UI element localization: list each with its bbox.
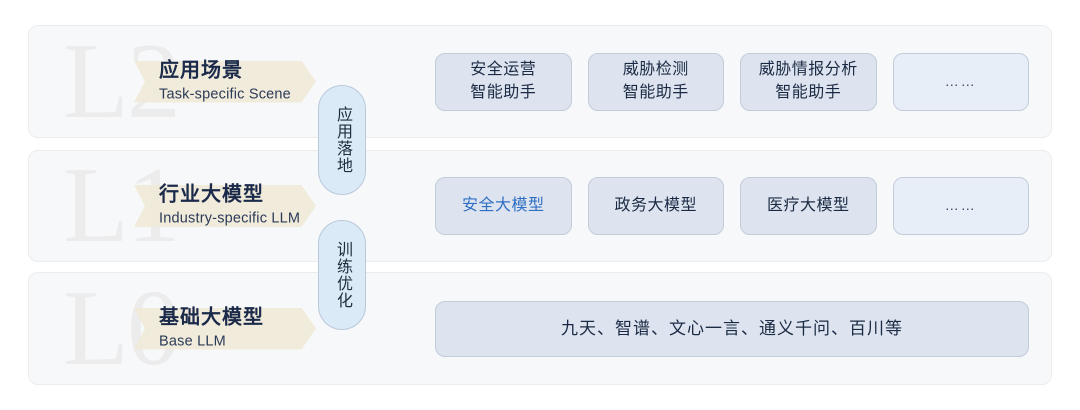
connector-pill-training-optimization[interactable]: 训练优化	[318, 220, 366, 330]
card-l2-more[interactable]: ……	[892, 52, 1029, 111]
layer-label-l2: 应用场景 Task-specific Scene	[159, 57, 291, 106]
card-list-l1: 安全大模型 政务大模型 医疗大模型 ……	[435, 177, 1029, 235]
connector-pill-label-top: 应用落地	[334, 106, 351, 174]
layer-label-l0: 基础大模型 Base LLM	[159, 304, 264, 353]
connector-pill-application-landing[interactable]: 应用落地	[318, 85, 366, 195]
card-l1-more[interactable]: ……	[892, 177, 1029, 235]
card-l2-0[interactable]: 安全运营 智能助手	[435, 52, 572, 111]
card-l1-0[interactable]: 安全大模型	[435, 177, 572, 235]
card-list-l2: 安全运营 智能助手 威胁检测 智能助手 威胁情报分析 智能助手 ……	[435, 52, 1029, 111]
card-l0-0[interactable]: 九天、智谱、文心一言、通义千问、百川等	[435, 300, 1029, 357]
layer-banner-chevron-l0	[134, 307, 316, 350]
layer-title-en-l2: Task-specific Scene	[159, 86, 291, 103]
card-l2-2[interactable]: 威胁情报分析 智能助手	[740, 52, 877, 111]
layer-banner-chevron-l2	[134, 60, 316, 103]
layer-title-en-l1: Industry-specific LLM	[159, 210, 301, 227]
card-l1-1[interactable]: 政务大模型	[587, 177, 724, 235]
layer-title-cn-l1: 行业大模型	[159, 183, 264, 206]
layer-title-cn-l0: 基础大模型	[159, 306, 264, 329]
layer-row-l2: L2 应用场景 Task-specific Scene 安全运营 智能助手 威胁…	[28, 25, 1052, 138]
layer-banner-chevron-l1	[134, 185, 316, 227]
card-l2-1[interactable]: 威胁检测 智能助手	[587, 52, 724, 111]
layer-row-l1: L1 行业大模型 Industry-specific LLM 安全大模型 政务大…	[28, 150, 1052, 262]
card-l1-2[interactable]: 医疗大模型	[740, 177, 877, 235]
layer-title-cn-l2: 应用场景	[159, 59, 243, 82]
layer-row-l0: L0 基础大模型 Base LLM 九天、智谱、文心一言、通义千问、百川等	[28, 272, 1052, 385]
card-list-l0: 九天、智谱、文心一言、通义千问、百川等	[435, 300, 1029, 357]
connector-pill-label-bottom: 训练优化	[334, 241, 351, 309]
layer-label-l1: 行业大模型 Industry-specific LLM	[159, 182, 300, 231]
layer-title-en-l0: Base LLM	[159, 333, 226, 350]
